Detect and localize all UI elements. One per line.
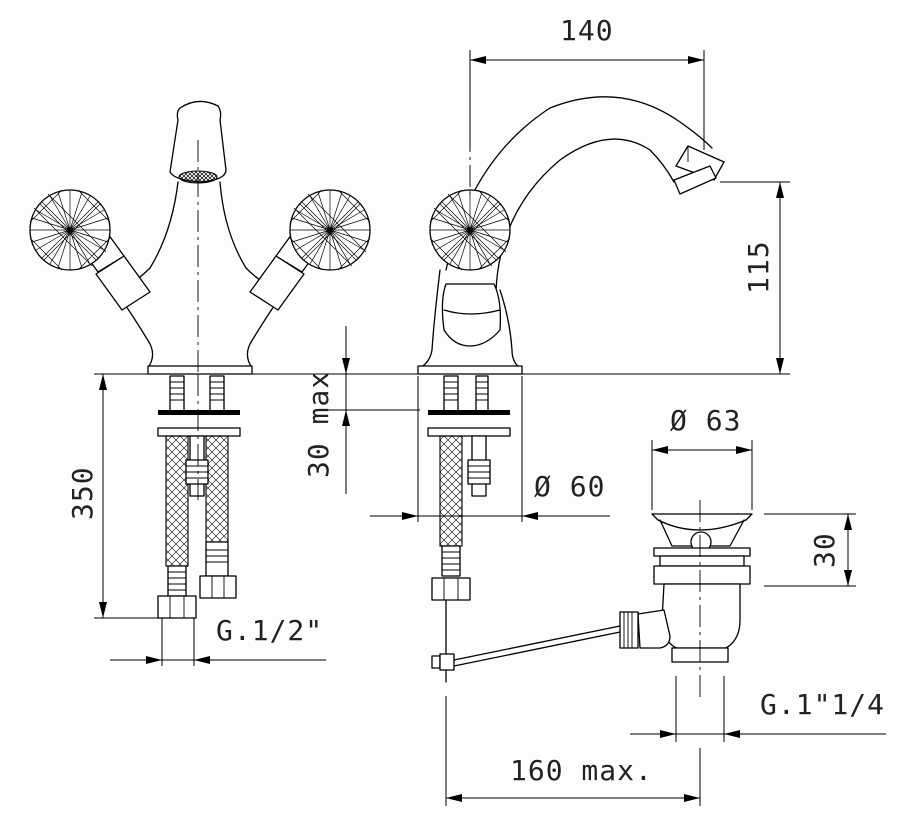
side-view-connections xyxy=(427,375,621,683)
dim-350: 350 xyxy=(66,373,158,619)
dim-dia63-label: Ø 63 xyxy=(670,404,741,437)
dim-30max-label: 30 max xyxy=(302,371,335,478)
front-view-connections xyxy=(157,374,241,619)
side-crystal-handle-icon xyxy=(429,189,511,271)
side-view-tap xyxy=(417,60,725,375)
dim-dia60-label: Ø 60 xyxy=(534,470,605,503)
left-crystal-handle-icon xyxy=(29,189,111,271)
dim-30max: 30 max xyxy=(302,326,420,494)
waste-valve xyxy=(619,500,753,700)
dim-140: 140 xyxy=(469,14,705,150)
dim-g-half-label: G.1/2" xyxy=(216,614,323,647)
dim-dia60: Ø 60 xyxy=(370,376,610,522)
dim-dia63: Ø 63 xyxy=(651,404,753,510)
dim-115-label: 115 xyxy=(742,240,775,294)
dim-30-waste-label: 30 xyxy=(808,532,841,568)
dim-350-label: 350 xyxy=(66,466,99,520)
dim-140-label: 140 xyxy=(560,14,614,47)
dim-160max-label: 160 max. xyxy=(510,754,653,787)
right-crystal-handle-icon xyxy=(289,189,371,271)
dim-30-waste: 30 xyxy=(764,513,856,587)
dim-115: 115 xyxy=(720,181,790,374)
dim-160max: 160 max. xyxy=(445,696,701,806)
front-view-tap xyxy=(29,100,371,375)
dim-g-1-1-4: G.1"1/4 xyxy=(630,676,886,742)
dim-g-1-1-4-label: G.1"1/4 xyxy=(760,688,885,721)
dim-g-half: G.1/2" xyxy=(110,614,326,666)
